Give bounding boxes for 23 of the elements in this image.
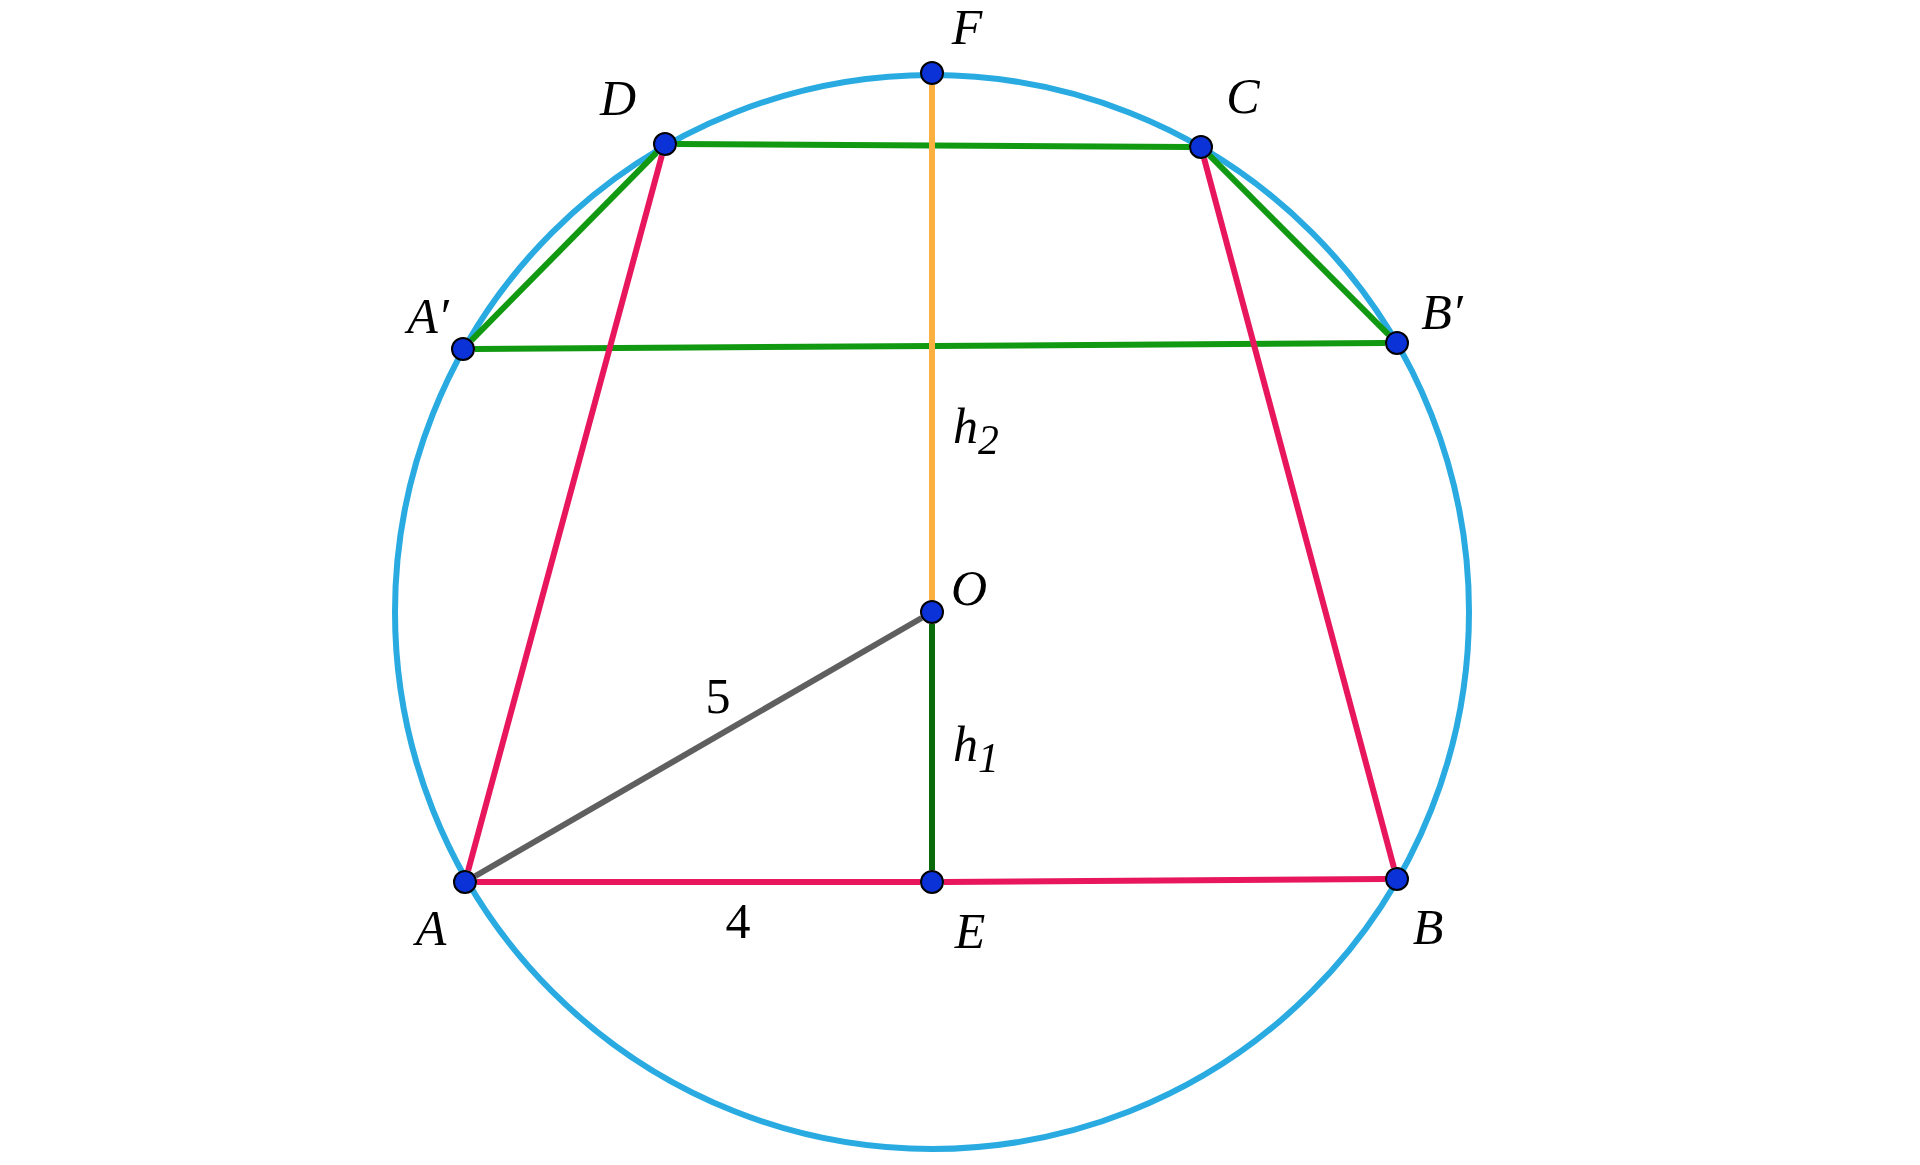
point-label: D <box>599 73 637 123</box>
line-segment <box>929 624 935 870</box>
line-segment <box>677 141 1189 150</box>
line-segment <box>929 85 935 600</box>
point-label: B <box>1412 902 1444 952</box>
line-segment <box>1201 157 1397 869</box>
segment-label: h$_{2}$ <box>953 400 999 462</box>
line-segment <box>465 154 665 872</box>
segment-label: h$_{1}$ <box>953 718 999 780</box>
segment-label: 4 <box>725 896 751 946</box>
point-label: C <box>1226 71 1260 121</box>
line-segment <box>944 876 1385 885</box>
point-label: B′ <box>1421 287 1463 337</box>
line-segment <box>477 879 920 885</box>
line-segment <box>1207 153 1391 337</box>
line-segment <box>473 615 924 879</box>
segment-label: 5 <box>705 671 731 721</box>
point-label: E <box>954 906 986 956</box>
point-label: O <box>950 563 988 613</box>
point-label: F <box>951 2 983 52</box>
point-label: A <box>415 903 447 953</box>
line-segment <box>475 340 1385 352</box>
line-segment <box>469 150 659 343</box>
